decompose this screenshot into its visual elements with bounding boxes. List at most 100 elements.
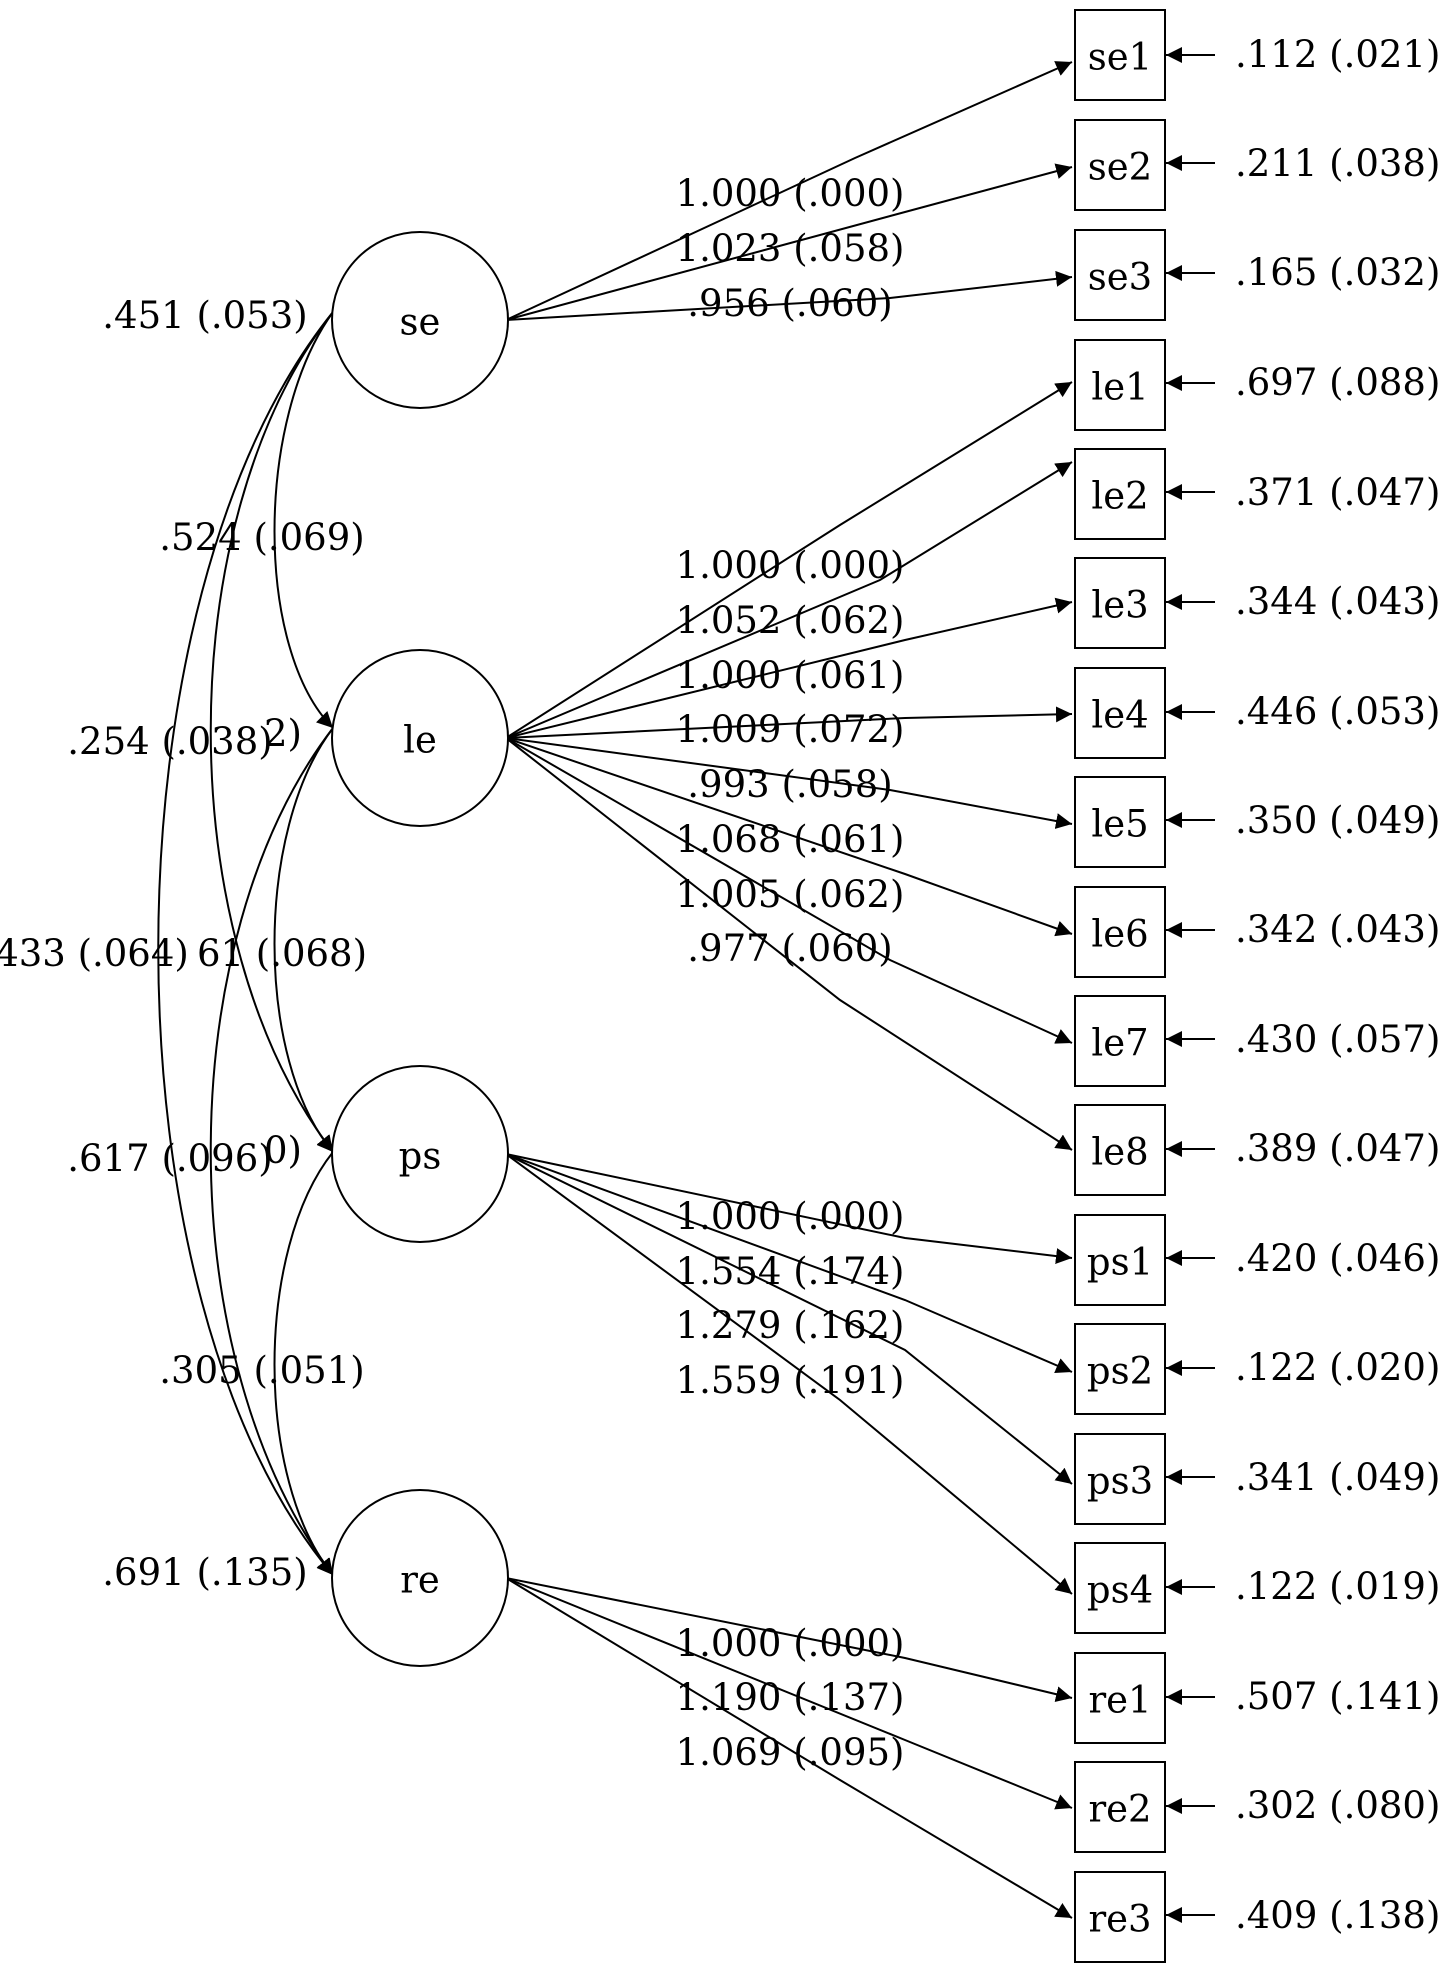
loading-label-12: 1.000 (.000) xyxy=(676,1195,905,1238)
latent-se-label: se xyxy=(400,301,441,344)
loading-arrows xyxy=(505,61,1073,1919)
latent-re-label: re xyxy=(400,1559,440,1602)
path-le-le7 xyxy=(505,737,1073,1044)
cov-label-ps-re: .305 (.051) xyxy=(159,1349,364,1392)
error-arrows xyxy=(1166,47,1215,1923)
path-re-re2 xyxy=(505,1577,1073,1810)
indicator-label-se3: se3 xyxy=(1088,256,1152,299)
error-label-ps1: .420 (.046) xyxy=(1235,1237,1440,1280)
path-ps-ps4 xyxy=(505,1153,1073,1595)
indicators xyxy=(1074,9,1166,1963)
indicator-label-le4: le4 xyxy=(1091,694,1148,737)
path-se-se1 xyxy=(505,61,1073,321)
latent-se-circle xyxy=(331,231,509,409)
indicator-label-le2: le2 xyxy=(1091,475,1148,518)
loading-label-2: 1.023 (.058) xyxy=(676,227,905,270)
latent-ps: ps xyxy=(331,1065,509,1243)
latent-ps-label: ps xyxy=(399,1135,442,1178)
error-label-le4: .446 (.053) xyxy=(1235,690,1440,733)
loading-label-5: 1.052 (.062) xyxy=(676,599,905,642)
latent-re-circle xyxy=(331,1489,509,1667)
error-label-re1: .507 (.141) xyxy=(1235,1675,1440,1718)
indicator-label-le7: le7 xyxy=(1091,1022,1148,1065)
indicator-le6-box xyxy=(1074,886,1166,978)
path-se-se2 xyxy=(505,163,1073,321)
variance-label-re: .691 (.135) xyxy=(102,1551,307,1594)
error-label-le2: .371 (.047) xyxy=(1235,471,1440,514)
error-labels: .112 (.021) .211 (.038) .165 (.032) .697… xyxy=(1235,33,1440,1937)
latent-le-label: le xyxy=(403,719,437,762)
indicator-le3-box xyxy=(1074,557,1166,649)
latent-le: le xyxy=(331,649,509,827)
cov-se-ps xyxy=(209,311,334,1153)
error-label-le6: .342 (.043) xyxy=(1235,908,1440,951)
path-le-le5 xyxy=(505,737,1073,829)
error-label-le5: .350 (.049) xyxy=(1235,799,1440,842)
indicator-se1-box xyxy=(1074,9,1166,101)
latent-ps-circle xyxy=(331,1065,509,1243)
indicator-ps1-box xyxy=(1074,1214,1166,1306)
error-label-se1: .112 (.021) xyxy=(1235,33,1440,76)
error-label-se2: .211 (.038) xyxy=(1235,142,1440,185)
latent-re: re xyxy=(331,1489,509,1667)
error-label-ps2: .122 (.020) xyxy=(1235,1346,1440,1389)
error-label-se3: .165 (.032) xyxy=(1235,251,1440,294)
indicator-labels: se1 se2 se3 le1 le2 le3 le4 le5 le6 le7 … xyxy=(1087,36,1153,1941)
error-label-ps3: .341 (.049) xyxy=(1235,1456,1440,1499)
error-label-le3: .344 (.043) xyxy=(1235,580,1440,623)
indicator-le8-box xyxy=(1074,1104,1166,1196)
loading-label-7: 1.009 (.072) xyxy=(676,708,905,751)
indicator-re3-box xyxy=(1074,1871,1166,1963)
error-label-le1: .697 (.088) xyxy=(1235,361,1440,404)
indicator-se3-box xyxy=(1074,229,1166,321)
indicator-le5-box xyxy=(1074,776,1166,868)
path-le-le2 xyxy=(505,461,1073,739)
variance-label-se: .451 (.053) xyxy=(102,294,307,337)
path-se-se3 xyxy=(505,270,1073,321)
loading-label-13: 1.554 (.174) xyxy=(676,1250,905,1293)
loading-label-18: 1.069 (.095) xyxy=(676,1731,905,1774)
cov-ps-re xyxy=(273,1151,334,1576)
error-label-le8: .389 (.047) xyxy=(1235,1127,1440,1170)
cov-le-re xyxy=(209,727,334,1576)
indicator-label-re3: re3 xyxy=(1088,1898,1151,1941)
cov-label-se-le: .524 (.069) xyxy=(159,516,364,559)
path-le-le8 xyxy=(505,737,1073,1151)
indicator-le1-box xyxy=(1074,339,1166,431)
cov-label-se-re: 433 (.064) xyxy=(0,932,189,975)
path-le-le6 xyxy=(505,737,1073,937)
latent-se: se xyxy=(331,231,509,409)
indicator-label-re1: re1 xyxy=(1088,1679,1151,1722)
indicator-label-le1: le1 xyxy=(1091,366,1148,409)
path-ps-ps1 xyxy=(505,1153,1073,1265)
variance-label-ps: 0) xyxy=(264,1129,302,1172)
indicator-label-ps1: ps1 xyxy=(1087,1241,1153,1284)
indicator-ps3-box xyxy=(1074,1433,1166,1525)
indicator-se2-box xyxy=(1074,119,1166,211)
error-label-re2: .302 (.080) xyxy=(1235,1784,1440,1827)
loading-label-3: .956 (.060) xyxy=(687,282,892,325)
indicator-label-re2: re2 xyxy=(1088,1788,1151,1831)
indicator-ps4-box xyxy=(1074,1542,1166,1634)
loading-label-16: 1.000 (.000) xyxy=(676,1622,905,1665)
cov-label-se-ps: .254 (.038) xyxy=(67,720,272,763)
loading-label-1: 1.000 (.000) xyxy=(676,172,905,215)
indicator-le2-box xyxy=(1074,448,1166,540)
loading-label-14: 1.279 (.162) xyxy=(676,1304,905,1347)
indicator-label-ps4: ps4 xyxy=(1087,1569,1153,1612)
cov-le-ps xyxy=(273,727,334,1153)
indicator-label-ps2: ps2 xyxy=(1087,1350,1153,1393)
loading-labels: 1.000 (.000) 1.023 (.058) .956 (.060) 1.… xyxy=(676,172,905,1774)
cov-label-le-ps: 61 (.068) xyxy=(197,932,367,975)
indicator-le7-box xyxy=(1074,995,1166,1087)
indicator-label-le8: le8 xyxy=(1091,1131,1148,1174)
indicator-le4-box xyxy=(1074,667,1166,759)
path-ps-ps3 xyxy=(505,1153,1073,1485)
path-re-re3 xyxy=(505,1577,1073,1919)
loading-label-6: 1.000 (.061) xyxy=(676,654,905,697)
indicator-label-le5: le5 xyxy=(1091,803,1148,846)
error-label-le7: .430 (.057) xyxy=(1235,1018,1440,1061)
error-label-ps4: .122 (.019) xyxy=(1235,1565,1440,1608)
cov-label-le-re: .617 (.096) xyxy=(67,1137,272,1180)
